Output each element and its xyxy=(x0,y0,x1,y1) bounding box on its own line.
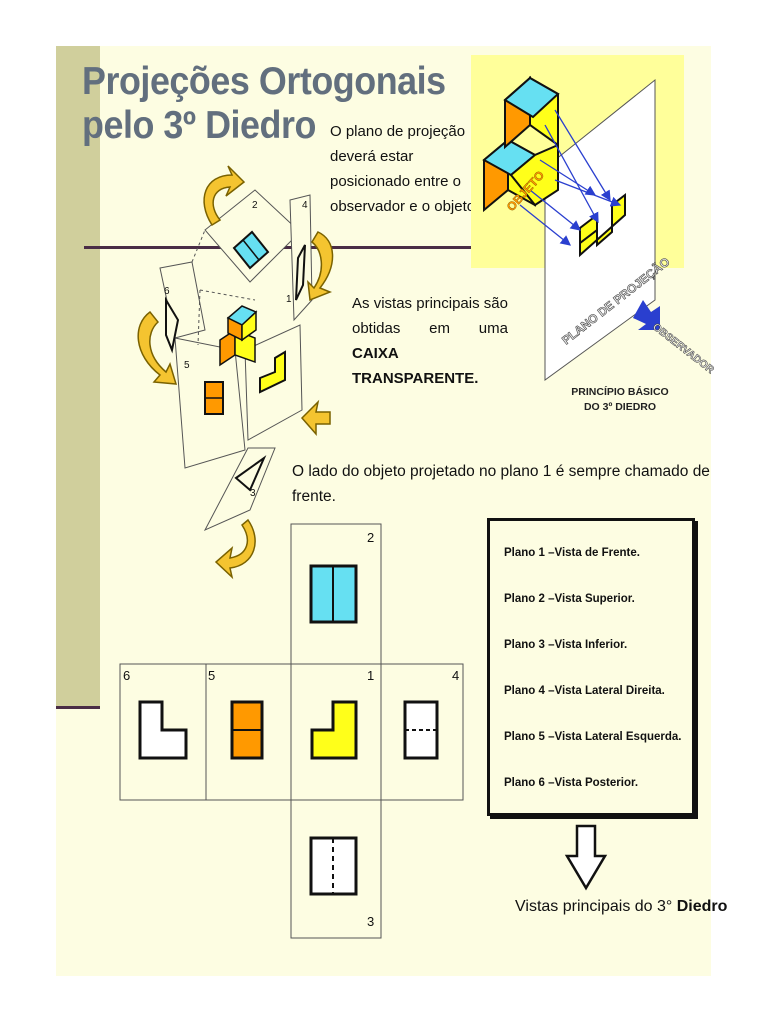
box-number-1: 1 xyxy=(286,294,292,305)
box-bottom-view xyxy=(234,455,267,492)
box-number-2: 2 xyxy=(252,200,258,211)
slide-sidebar xyxy=(56,46,100,706)
projection-plane xyxy=(544,78,656,381)
rotate-arrow-icon xyxy=(307,231,334,302)
observer-label: OBSERVADOR xyxy=(650,321,716,376)
caption-line-1: PRINCÍPIO BÁSICO xyxy=(571,386,669,398)
down-arrow-icon xyxy=(564,824,608,891)
rotation-arrows xyxy=(137,165,334,580)
transparent-box-text: As vistas principais são obtidas em uma … xyxy=(352,291,508,391)
title-line-1: Projeções Ortogonais xyxy=(82,60,446,103)
principle-figure: OBJETO PLANO DE PROJEÇÃO OBSERVADOR xyxy=(482,75,717,381)
box-right-view xyxy=(295,244,306,301)
final-caption-bold: Diedro xyxy=(676,898,728,915)
sidebar-divider xyxy=(56,706,100,709)
box-object xyxy=(219,305,258,367)
front-indicator-arrow-icon xyxy=(300,399,331,436)
net-number-3: 3 xyxy=(367,914,374,929)
box-front-view xyxy=(259,350,286,394)
net-number-6: 6 xyxy=(123,668,130,683)
net-number-5: 5 xyxy=(208,668,215,683)
views-legend: Plano 1 –Vista de Frente. Plano 2 –Vista… xyxy=(487,518,695,816)
box-number-5: 5 xyxy=(184,360,190,371)
legend-item-2: Plano 2 –Vista Superior. xyxy=(504,593,635,605)
rotate-arrow-icon xyxy=(137,310,178,385)
transparent-box-prefix: As vistas principais são obtidas em uma xyxy=(352,295,508,337)
observer-arrow-icon xyxy=(633,300,660,330)
net-number-4: 4 xyxy=(452,668,459,683)
final-caption-prefix: Vistas principais do 3° xyxy=(515,898,673,915)
box-number-4: 4 xyxy=(302,200,308,211)
rotate-arrow-icon xyxy=(214,518,256,580)
object-3d xyxy=(482,75,560,213)
principle-caption: PRINCÍPIO BÁSICO DO 3º DIEDRO xyxy=(560,385,680,415)
box-number-3: 3 xyxy=(250,488,256,499)
transparent-box-bold: CAIXA TRANSPARENTE. xyxy=(352,345,479,387)
plane-position-text: O plano de projeção deverá estar posicio… xyxy=(330,123,476,215)
projection-arrows xyxy=(519,109,622,246)
legend-item-6: Plano 6 –Vista Posterior. xyxy=(504,777,639,789)
box-number-6: 6 xyxy=(164,286,170,297)
net-cell-4 xyxy=(380,663,464,801)
net-cell-3 xyxy=(290,799,382,939)
title-line-2: pelo 3º Diedro xyxy=(82,104,316,147)
legend-item-5: Plano 5 –Vista Lateral Esquerda. xyxy=(504,731,682,743)
back-view xyxy=(138,700,188,760)
final-caption: Vistas principais do 3° Diedro xyxy=(515,898,727,916)
rotate-arrow-icon xyxy=(203,165,246,227)
legend-item-3: Plano 3 –Vista Inferior. xyxy=(504,639,628,651)
net-number-1: 1 xyxy=(367,668,374,683)
views-net xyxy=(119,523,464,939)
legend-item-1: Plano 1 –Vista de Frente. xyxy=(504,547,640,559)
page-title: Projeções Ortogonais pelo 3º Diedro xyxy=(82,60,446,148)
box-face-3 xyxy=(203,447,276,532)
net-number-2: 2 xyxy=(367,530,374,545)
front-view xyxy=(310,700,358,760)
box-back-view xyxy=(165,296,180,354)
caption-line-2: DO 3º DIEDRO xyxy=(583,401,657,413)
legend-item-4: Plano 4 –Vista Lateral Direita. xyxy=(504,685,665,697)
front-side-text: O lado do objeto projetado no plano 1 é … xyxy=(292,463,710,505)
